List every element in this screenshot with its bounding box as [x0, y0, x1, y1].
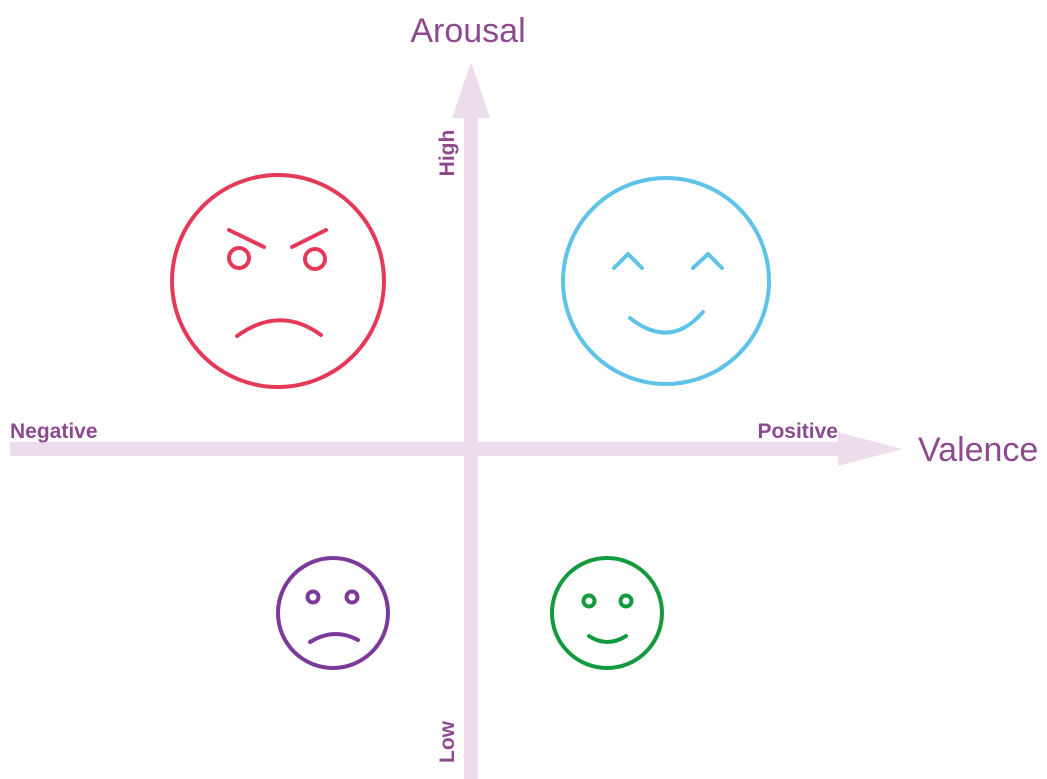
content-face-icon	[550, 556, 664, 670]
angry-mouth	[235, 318, 323, 338]
angry-right-eye	[303, 247, 327, 271]
angry-right-brow	[290, 228, 328, 249]
content-mouth	[587, 634, 628, 644]
happy-left-eye	[612, 252, 644, 270]
content-face-outline	[550, 556, 664, 670]
high-label: High	[436, 130, 459, 177]
negative-label: Negative	[10, 420, 98, 443]
happy-face-outline	[561, 176, 771, 386]
content-right-eye	[618, 593, 634, 609]
x-axis-title: Valence	[918, 431, 1038, 469]
angry-face-outline	[170, 173, 386, 389]
angry-left-brow	[227, 228, 266, 249]
happy-face-icon	[561, 176, 771, 386]
happy-mouth	[628, 310, 705, 335]
sad-face-outline	[276, 556, 390, 670]
horizontal-axis-arrowhead	[838, 432, 902, 466]
vertical-axis-line	[464, 115, 478, 779]
happy-right-eye	[691, 252, 724, 270]
angry-left-eye	[227, 246, 251, 270]
axes	[10, 62, 902, 779]
angry-face-icon	[170, 173, 386, 389]
y-axis-title: Arousal	[410, 12, 525, 50]
vertical-axis-arrowhead	[452, 62, 490, 118]
horizontal-axis-line	[10, 442, 848, 456]
sad-left-eye	[305, 589, 321, 605]
content-left-eye	[581, 593, 597, 609]
sad-right-eye	[344, 589, 360, 605]
sad-face-icon	[276, 556, 390, 670]
positive-label: Positive	[757, 420, 838, 443]
sad-mouth	[308, 632, 360, 644]
low-label: Low	[436, 720, 459, 763]
